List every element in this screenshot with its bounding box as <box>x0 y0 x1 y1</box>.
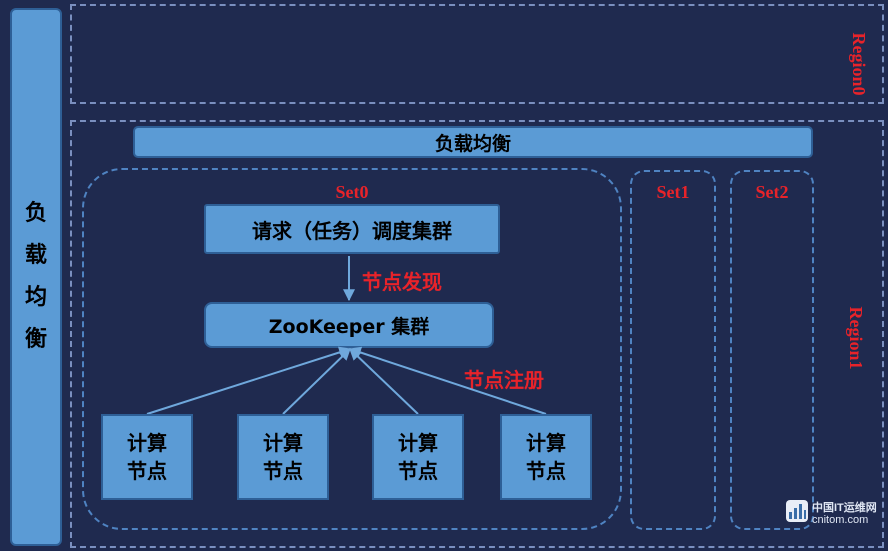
registration-arrow <box>282 348 351 415</box>
watermark-url: cnitom.com <box>812 514 869 526</box>
compute-node-line1: 计算 <box>263 431 303 455</box>
left-load-balancer-char: 均 <box>24 285 47 310</box>
registration-arrow <box>348 346 547 415</box>
zookeeper-cluster: ZooKeeper 集群 <box>204 302 494 348</box>
compute-node-line2: 节点 <box>127 459 167 483</box>
watermark-brand: 中国IT运维网 <box>812 502 877 514</box>
compute-node: 计算 节点 <box>101 414 193 500</box>
set1-label: Set1 <box>656 182 690 202</box>
compute-node-line1: 计算 <box>127 431 167 455</box>
registration-arrow <box>146 346 352 415</box>
left-load-balancer-char: 衡 <box>24 327 47 352</box>
region0-container <box>70 4 884 104</box>
compute-node-line2: 节点 <box>526 459 566 483</box>
watermark-logo <box>786 500 808 522</box>
set2-label: Set2 <box>755 182 789 202</box>
compute-node: 计算 节点 <box>237 414 329 500</box>
registration-arrow <box>349 348 419 415</box>
compute-node-line1: 计算 <box>526 431 566 455</box>
left-load-balancer-char: 载 <box>24 243 47 268</box>
compute-node-line2: 节点 <box>398 459 438 483</box>
compute-node-line1: 计算 <box>398 431 438 455</box>
compute-node: 计算 节点 <box>372 414 464 500</box>
set0-label: Set0 <box>335 182 369 202</box>
node-discovery-label: 节点发现 <box>362 270 442 294</box>
set1-container <box>630 170 716 530</box>
left-load-balancer-char: 负 <box>24 201 47 226</box>
set0-container <box>82 168 622 530</box>
node-registration-label: 节点注册 <box>464 368 544 392</box>
region1-container <box>70 120 884 548</box>
scheduler-cluster: 请求（任务）调度集群 <box>204 204 500 254</box>
watermark-logo-icon <box>789 504 806 519</box>
top-load-balancer: 负载均衡 <box>133 126 813 158</box>
compute-node-line2: 节点 <box>263 459 303 483</box>
left-load-balancer: 负 载 均 衡 <box>10 8 62 546</box>
set2-container <box>730 170 814 530</box>
compute-node: 计算 节点 <box>500 414 592 500</box>
